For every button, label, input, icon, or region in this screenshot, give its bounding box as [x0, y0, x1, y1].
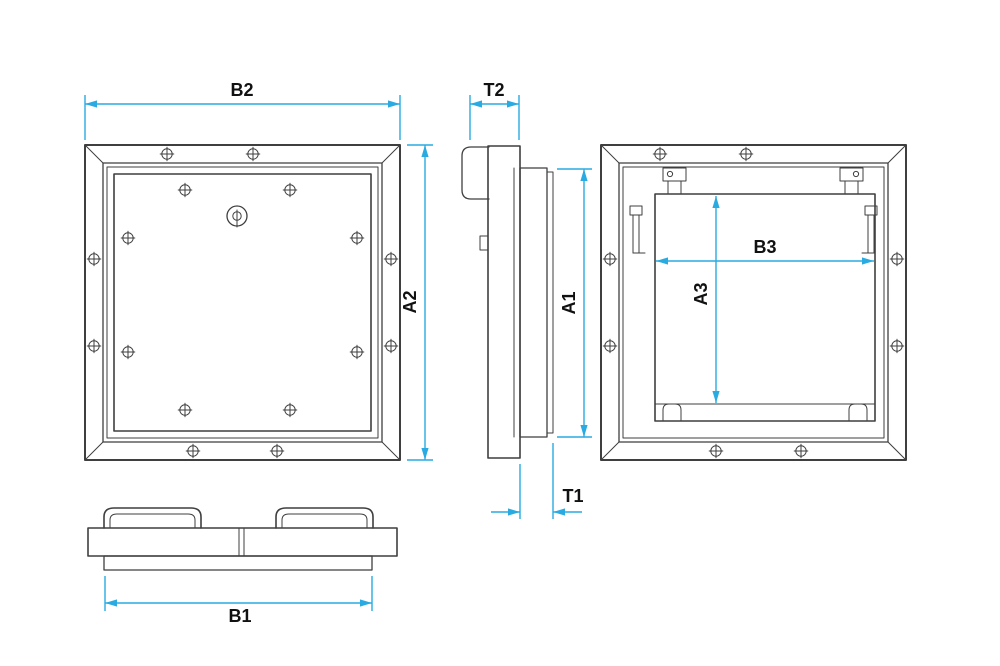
- screw: [889, 338, 905, 354]
- dimension-t2: T2: [469, 80, 520, 140]
- dimension-t1: T1: [491, 443, 584, 519]
- dimension-a2: A2: [400, 144, 433, 461]
- screw: [120, 344, 136, 360]
- dimension-b2: B2: [84, 80, 401, 140]
- dimension-b3: B3: [656, 237, 874, 265]
- hinge-hump-left: [103, 507, 202, 529]
- screw: [177, 182, 193, 198]
- frame-lip-profile: [546, 171, 554, 434]
- screw: [282, 182, 298, 198]
- screw: [282, 402, 298, 418]
- frame-flange-profile: [519, 167, 548, 438]
- hinge-hump-right: [275, 507, 374, 529]
- dimension-label-a3: A3: [691, 282, 711, 305]
- frame-corner-bevels: [84, 144, 401, 461]
- screw: [269, 443, 285, 459]
- extension-lines: [519, 443, 554, 519]
- dimension-b1: B1: [104, 576, 373, 626]
- extension-lines: [84, 95, 401, 140]
- hinge-knuckle: [662, 403, 682, 422]
- extension-lines: [407, 144, 433, 461]
- bottom-view: [87, 507, 398, 571]
- screw: [793, 443, 809, 459]
- screw: [349, 344, 365, 360]
- screw: [185, 443, 201, 459]
- hinge-knuckle: [848, 403, 868, 422]
- center-seam: [238, 527, 245, 557]
- hinge-bracket-right: [839, 167, 864, 195]
- screw: [602, 251, 618, 267]
- side-view: [461, 145, 554, 459]
- back-view: [600, 144, 907, 461]
- frame-corner-bevels: [600, 144, 907, 461]
- dimension-label-a2: A2: [400, 290, 420, 313]
- latch-clip-left: [629, 205, 646, 254]
- screw: [889, 251, 905, 267]
- latch-clip-right: [861, 205, 878, 254]
- screw: [245, 146, 261, 162]
- lock-cam-profile: [479, 235, 489, 251]
- screw: [159, 146, 175, 162]
- dimension-a1: A1: [557, 168, 592, 438]
- dimension-label-t2: T2: [483, 80, 504, 100]
- dimension-a3: A3: [691, 196, 720, 403]
- screw: [86, 338, 102, 354]
- dimension-label-b3: B3: [753, 237, 776, 257]
- dimension-label-t1: T1: [562, 486, 583, 506]
- dimension-label-b1: B1: [228, 606, 251, 626]
- screw: [738, 146, 754, 162]
- dimension-label-a1: A1: [559, 291, 579, 314]
- screw: [349, 230, 365, 246]
- screw: [383, 338, 399, 354]
- lock-cylinder: [226, 205, 248, 228]
- front-view: [84, 144, 401, 461]
- screw: [86, 251, 102, 267]
- screw: [602, 338, 618, 354]
- dimension-label-b2: B2: [230, 80, 253, 100]
- screw: [383, 251, 399, 267]
- screw: [177, 402, 193, 418]
- screw: [708, 443, 724, 459]
- extension-lines: [469, 95, 520, 140]
- door-leaf-profile: [487, 145, 521, 459]
- screw: [652, 146, 668, 162]
- hinge-tab-profile: [461, 146, 490, 200]
- hinge-bracket-left: [662, 167, 687, 195]
- door-back-panel: [654, 193, 876, 422]
- bottom-lip: [103, 555, 373, 571]
- screw: [120, 230, 136, 246]
- frame-bar: [87, 527, 398, 557]
